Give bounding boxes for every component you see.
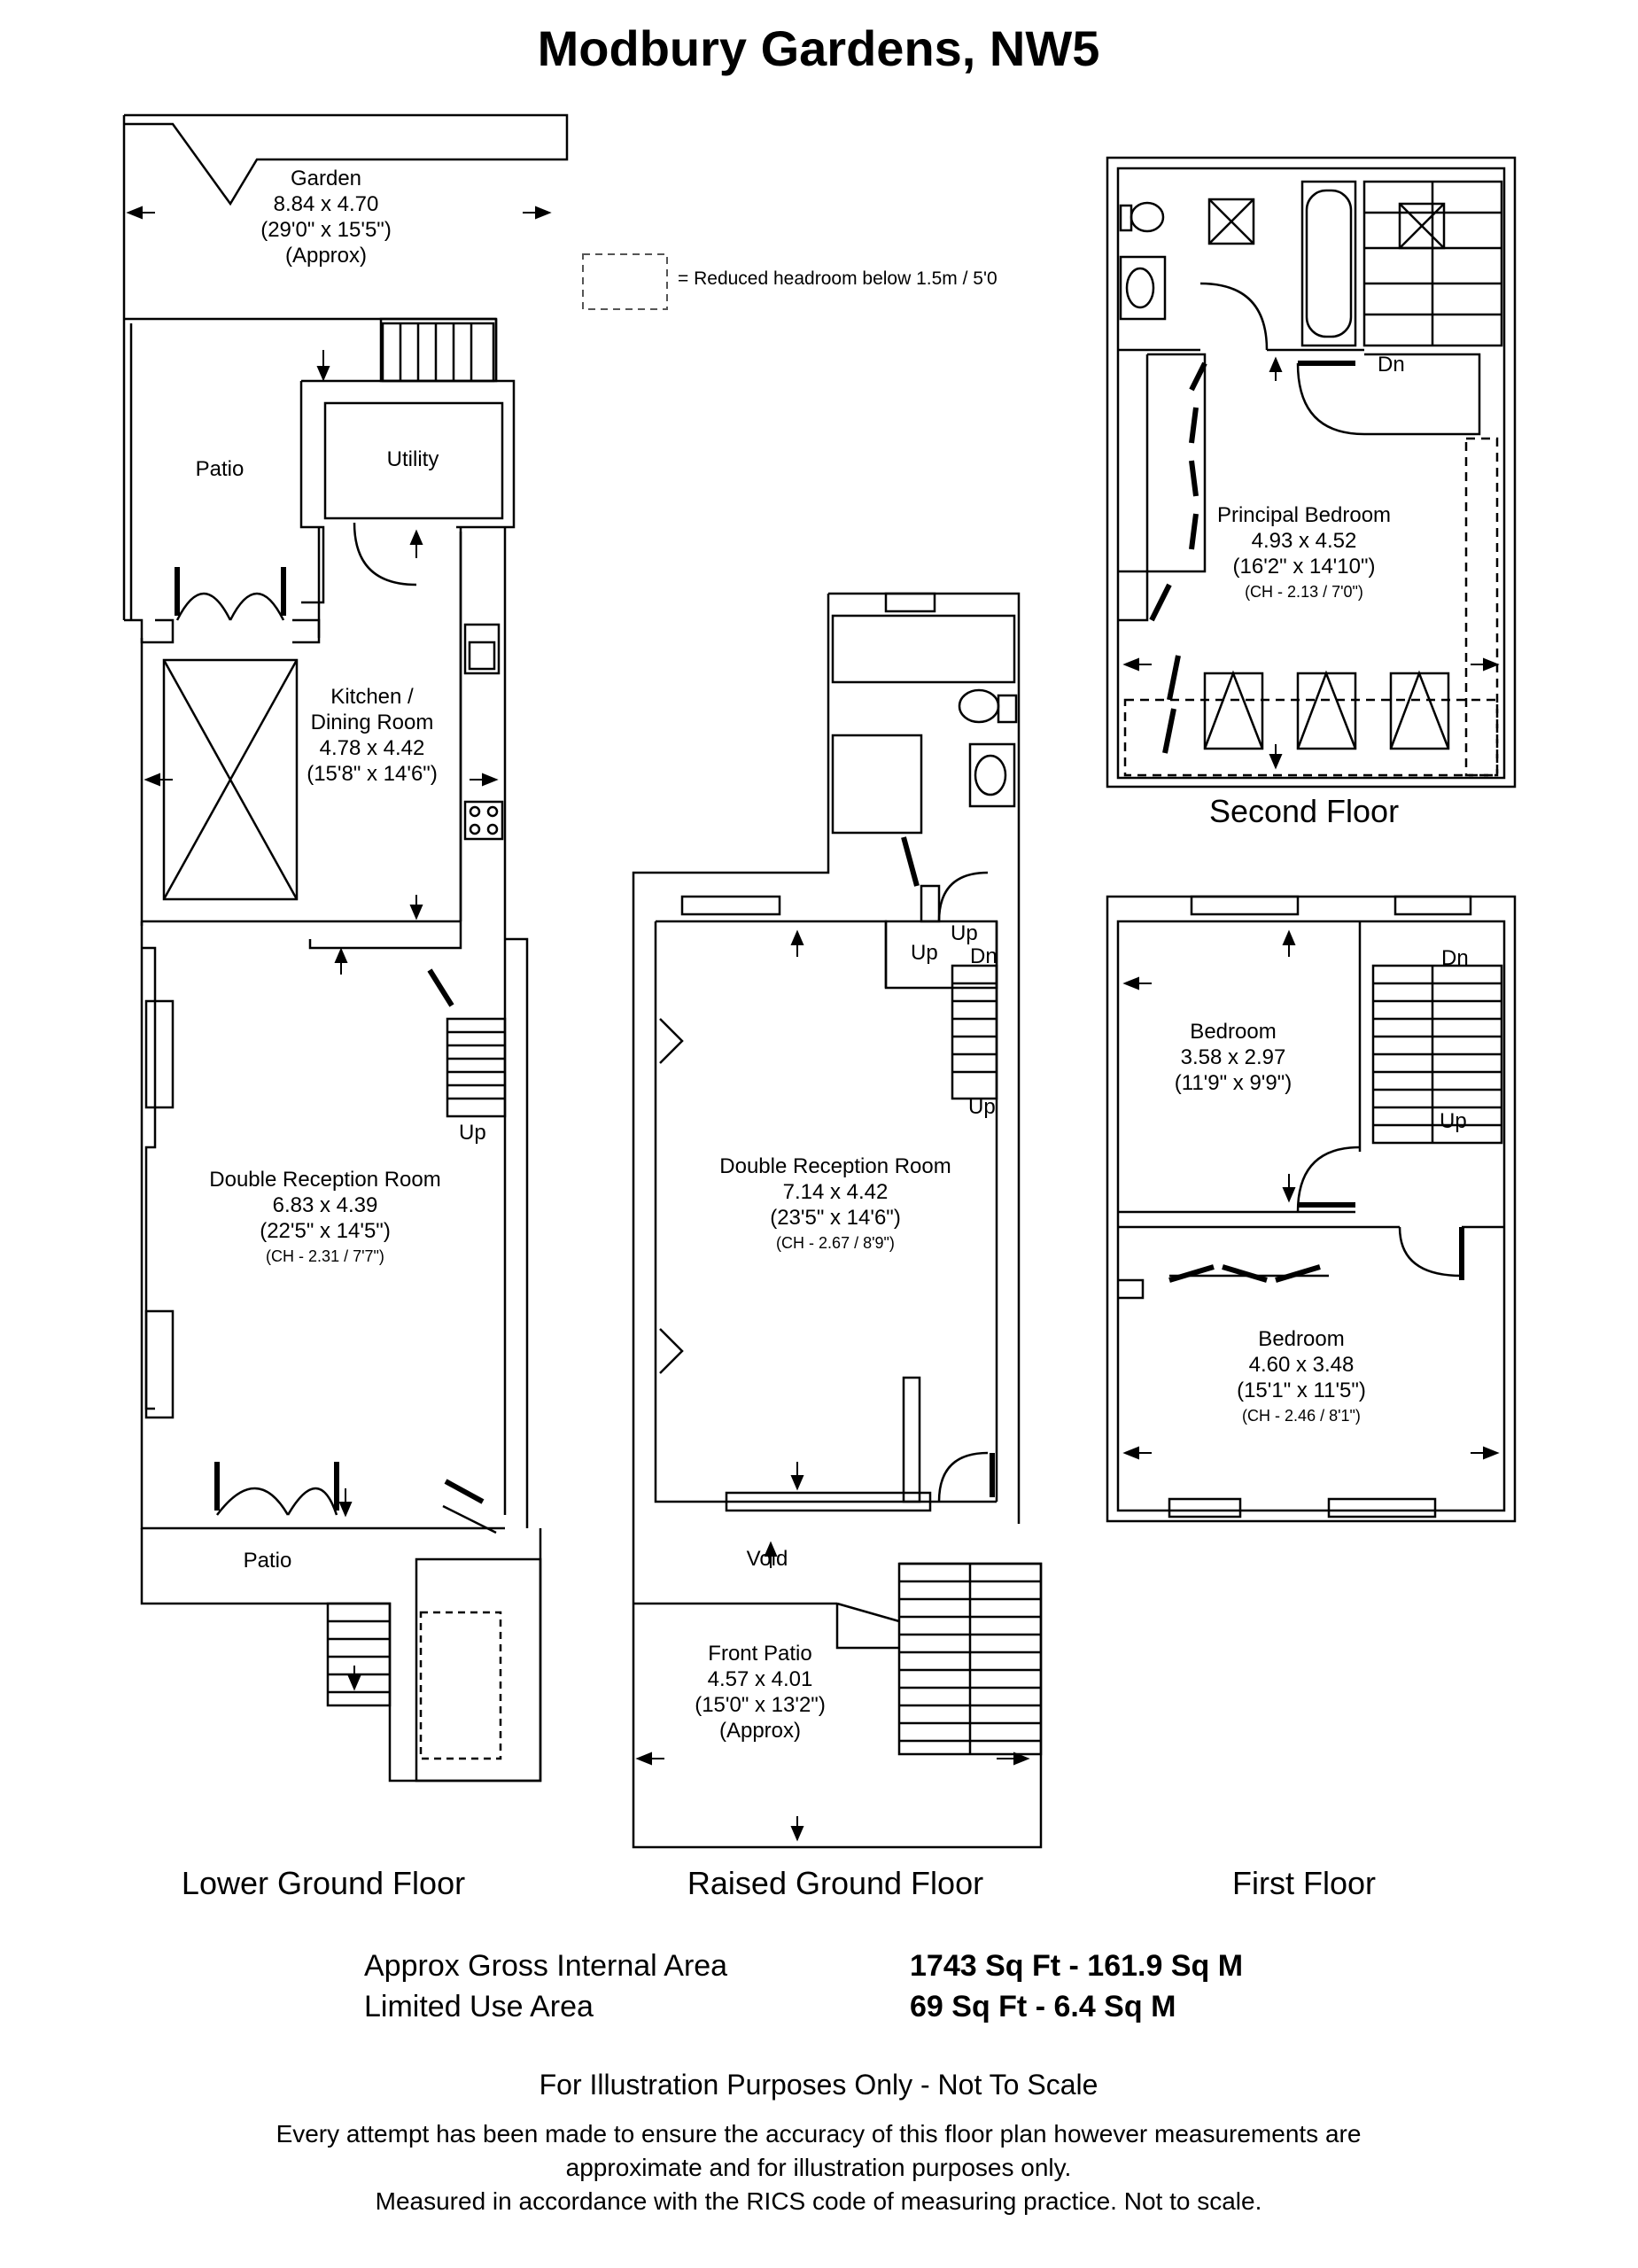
patio-front-label: Patio bbox=[243, 1549, 292, 1573]
gross-area-label: Approx Gross Internal Area bbox=[364, 1949, 728, 1983]
disclaimer-text: Every attempt has been made to ensure th… bbox=[276, 2120, 1362, 2215]
sf-stair-dn-label: Dn bbox=[1378, 353, 1405, 377]
limited-area-label: Limited Use Area bbox=[364, 1990, 594, 2023]
lg-reception-label: Double Reception Room 6.83 x 4.39 (22'5"… bbox=[209, 1168, 441, 1265]
bedroom-2-label: Bedroom 4.60 x 3.48 (15'1" x 11'5") (CH … bbox=[1237, 1327, 1366, 1425]
limited-area-value: 69 Sq Ft - 6.4 Sq M bbox=[910, 1990, 1176, 2023]
garden-label: Garden 8.84 x 4.70 (29'0" x 15'5") (Appr… bbox=[260, 167, 392, 268]
legend-text: = Reduced headroom below 1.5m / 5'0 bbox=[678, 268, 998, 289]
void-label: Void bbox=[746, 1547, 788, 1571]
disclaimer-heading: For Illustration Purposes Only - Not To … bbox=[539, 2069, 1098, 2101]
lg-stair-up-label: Up bbox=[459, 1121, 486, 1145]
first-floor-walls bbox=[1106, 895, 1517, 1523]
gross-area-value: 1743 Sq Ft - 161.9 Sq M bbox=[910, 1949, 1244, 1983]
principal-bedroom-label: Principal Bedroom 4.93 x 4.52 (16'2" x 1… bbox=[1216, 503, 1392, 601]
rg-reception-label: Double Reception Room 7.14 x 4.42 (23'5"… bbox=[719, 1154, 951, 1252]
ff-stair-dn-label: Dn bbox=[1441, 946, 1469, 970]
rg-stair-up2-label: Up bbox=[911, 941, 938, 965]
kitchen-label: Kitchen / Dining Room 4.78 x 4.42 (15'8"… bbox=[307, 685, 438, 786]
lower-ground-floor-label: Lower Ground Floor bbox=[181, 1865, 466, 1901]
patio-rear-label: Patio bbox=[195, 457, 245, 481]
legend-swatch bbox=[582, 253, 668, 310]
raised-ground-floor-label: Raised Ground Floor bbox=[687, 1865, 984, 1901]
lower-ground-floor-walls bbox=[122, 113, 569, 1783]
front-patio-label: Front Patio 4.57 x 4.01 (15'0" x 13'2") … bbox=[695, 1642, 826, 1743]
raised-ground-floor-walls bbox=[632, 592, 1043, 1849]
rg-stair-up1-label: Up bbox=[951, 921, 978, 945]
first-floor-label: First Floor bbox=[1232, 1865, 1376, 1901]
plan-title: Modbury Gardens, NW5 bbox=[537, 20, 1100, 76]
utility-label: Utility bbox=[386, 447, 439, 471]
second-floor-walls bbox=[1106, 156, 1517, 788]
second-floor-label: Second Floor bbox=[1208, 793, 1400, 829]
ff-stair-up-label: Up bbox=[1440, 1109, 1467, 1133]
rg-stair-dn-label: Dn bbox=[970, 944, 998, 968]
rg-stair-up3-label: Up bbox=[968, 1095, 996, 1119]
bedroom-1-label: Bedroom 3.58 x 2.97 (11'9" x 9'9") bbox=[1174, 1020, 1293, 1095]
